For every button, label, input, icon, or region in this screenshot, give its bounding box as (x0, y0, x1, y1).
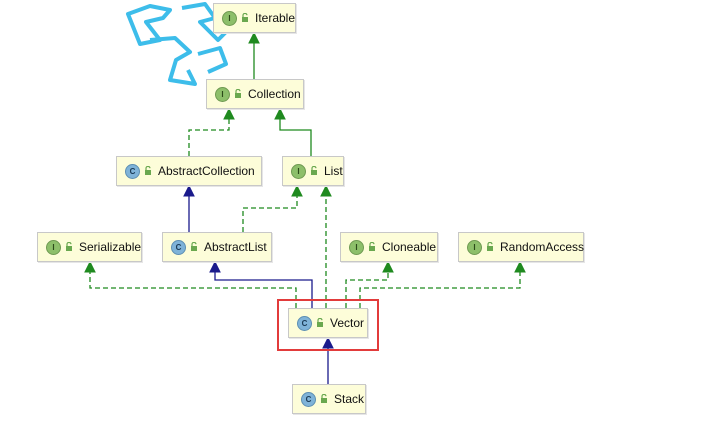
open-lock-icon (242, 13, 248, 22)
node-label: AbstractCollection (158, 164, 255, 178)
selection-highlight (277, 299, 379, 351)
node-abstractcollection[interactable]: C AbstractCollection (116, 156, 262, 186)
node-collection[interactable]: I Collection (206, 79, 304, 109)
interface-icon: I (467, 239, 482, 255)
node-label: AbstractList (204, 240, 267, 254)
node-list[interactable]: I List (282, 156, 344, 186)
edge-vector-randomaccess (359, 260, 526, 308)
node-iterable[interactable]: I Iterable (213, 3, 296, 33)
open-lock-icon (66, 242, 72, 251)
open-lock-icon (369, 242, 375, 251)
open-lock-icon (145, 166, 151, 175)
node-label: List (324, 164, 343, 178)
edge-abstractcollection-collection (188, 107, 235, 156)
edge-vector-abstractlist (209, 260, 313, 308)
edge-list-collection (274, 107, 312, 156)
interface-icon: I (215, 86, 230, 102)
open-lock-icon (487, 242, 493, 251)
class-icon: C (297, 315, 312, 331)
node-label: Serializable (79, 240, 142, 254)
edge-abstractlist-list (242, 184, 303, 232)
node-label: Stack (334, 392, 365, 406)
interface-icon: I (46, 239, 61, 255)
node-label: RandomAccess (500, 240, 585, 254)
node-serializable[interactable]: I Serializable (37, 232, 142, 262)
node-cloneable[interactable]: I Cloneable (340, 232, 438, 262)
node-label: Iterable (255, 11, 296, 25)
node-stack[interactable]: C Stack (292, 384, 366, 414)
edge-vector-serializable (84, 260, 297, 308)
class-icon: C (301, 391, 316, 407)
open-lock-icon (321, 394, 327, 403)
class-icon: C (125, 163, 140, 179)
interface-icon: I (349, 239, 364, 255)
class-icon: C (171, 239, 186, 255)
edge-vector-cloneable (345, 260, 394, 308)
node-label: Collection (248, 87, 301, 101)
node-vector[interactable]: C Vector (288, 308, 368, 338)
node-label: Vector (330, 316, 365, 330)
node-abstractlist[interactable]: C AbstractList (162, 232, 272, 262)
interface-icon: I (222, 10, 237, 26)
open-lock-icon (191, 242, 197, 251)
open-lock-icon (235, 89, 241, 98)
interface-icon: I (291, 163, 306, 179)
open-lock-icon (317, 318, 323, 327)
open-lock-icon (311, 166, 317, 175)
node-label: Cloneable (382, 240, 437, 254)
node-randomaccess[interactable]: I RandomAccess (458, 232, 584, 262)
